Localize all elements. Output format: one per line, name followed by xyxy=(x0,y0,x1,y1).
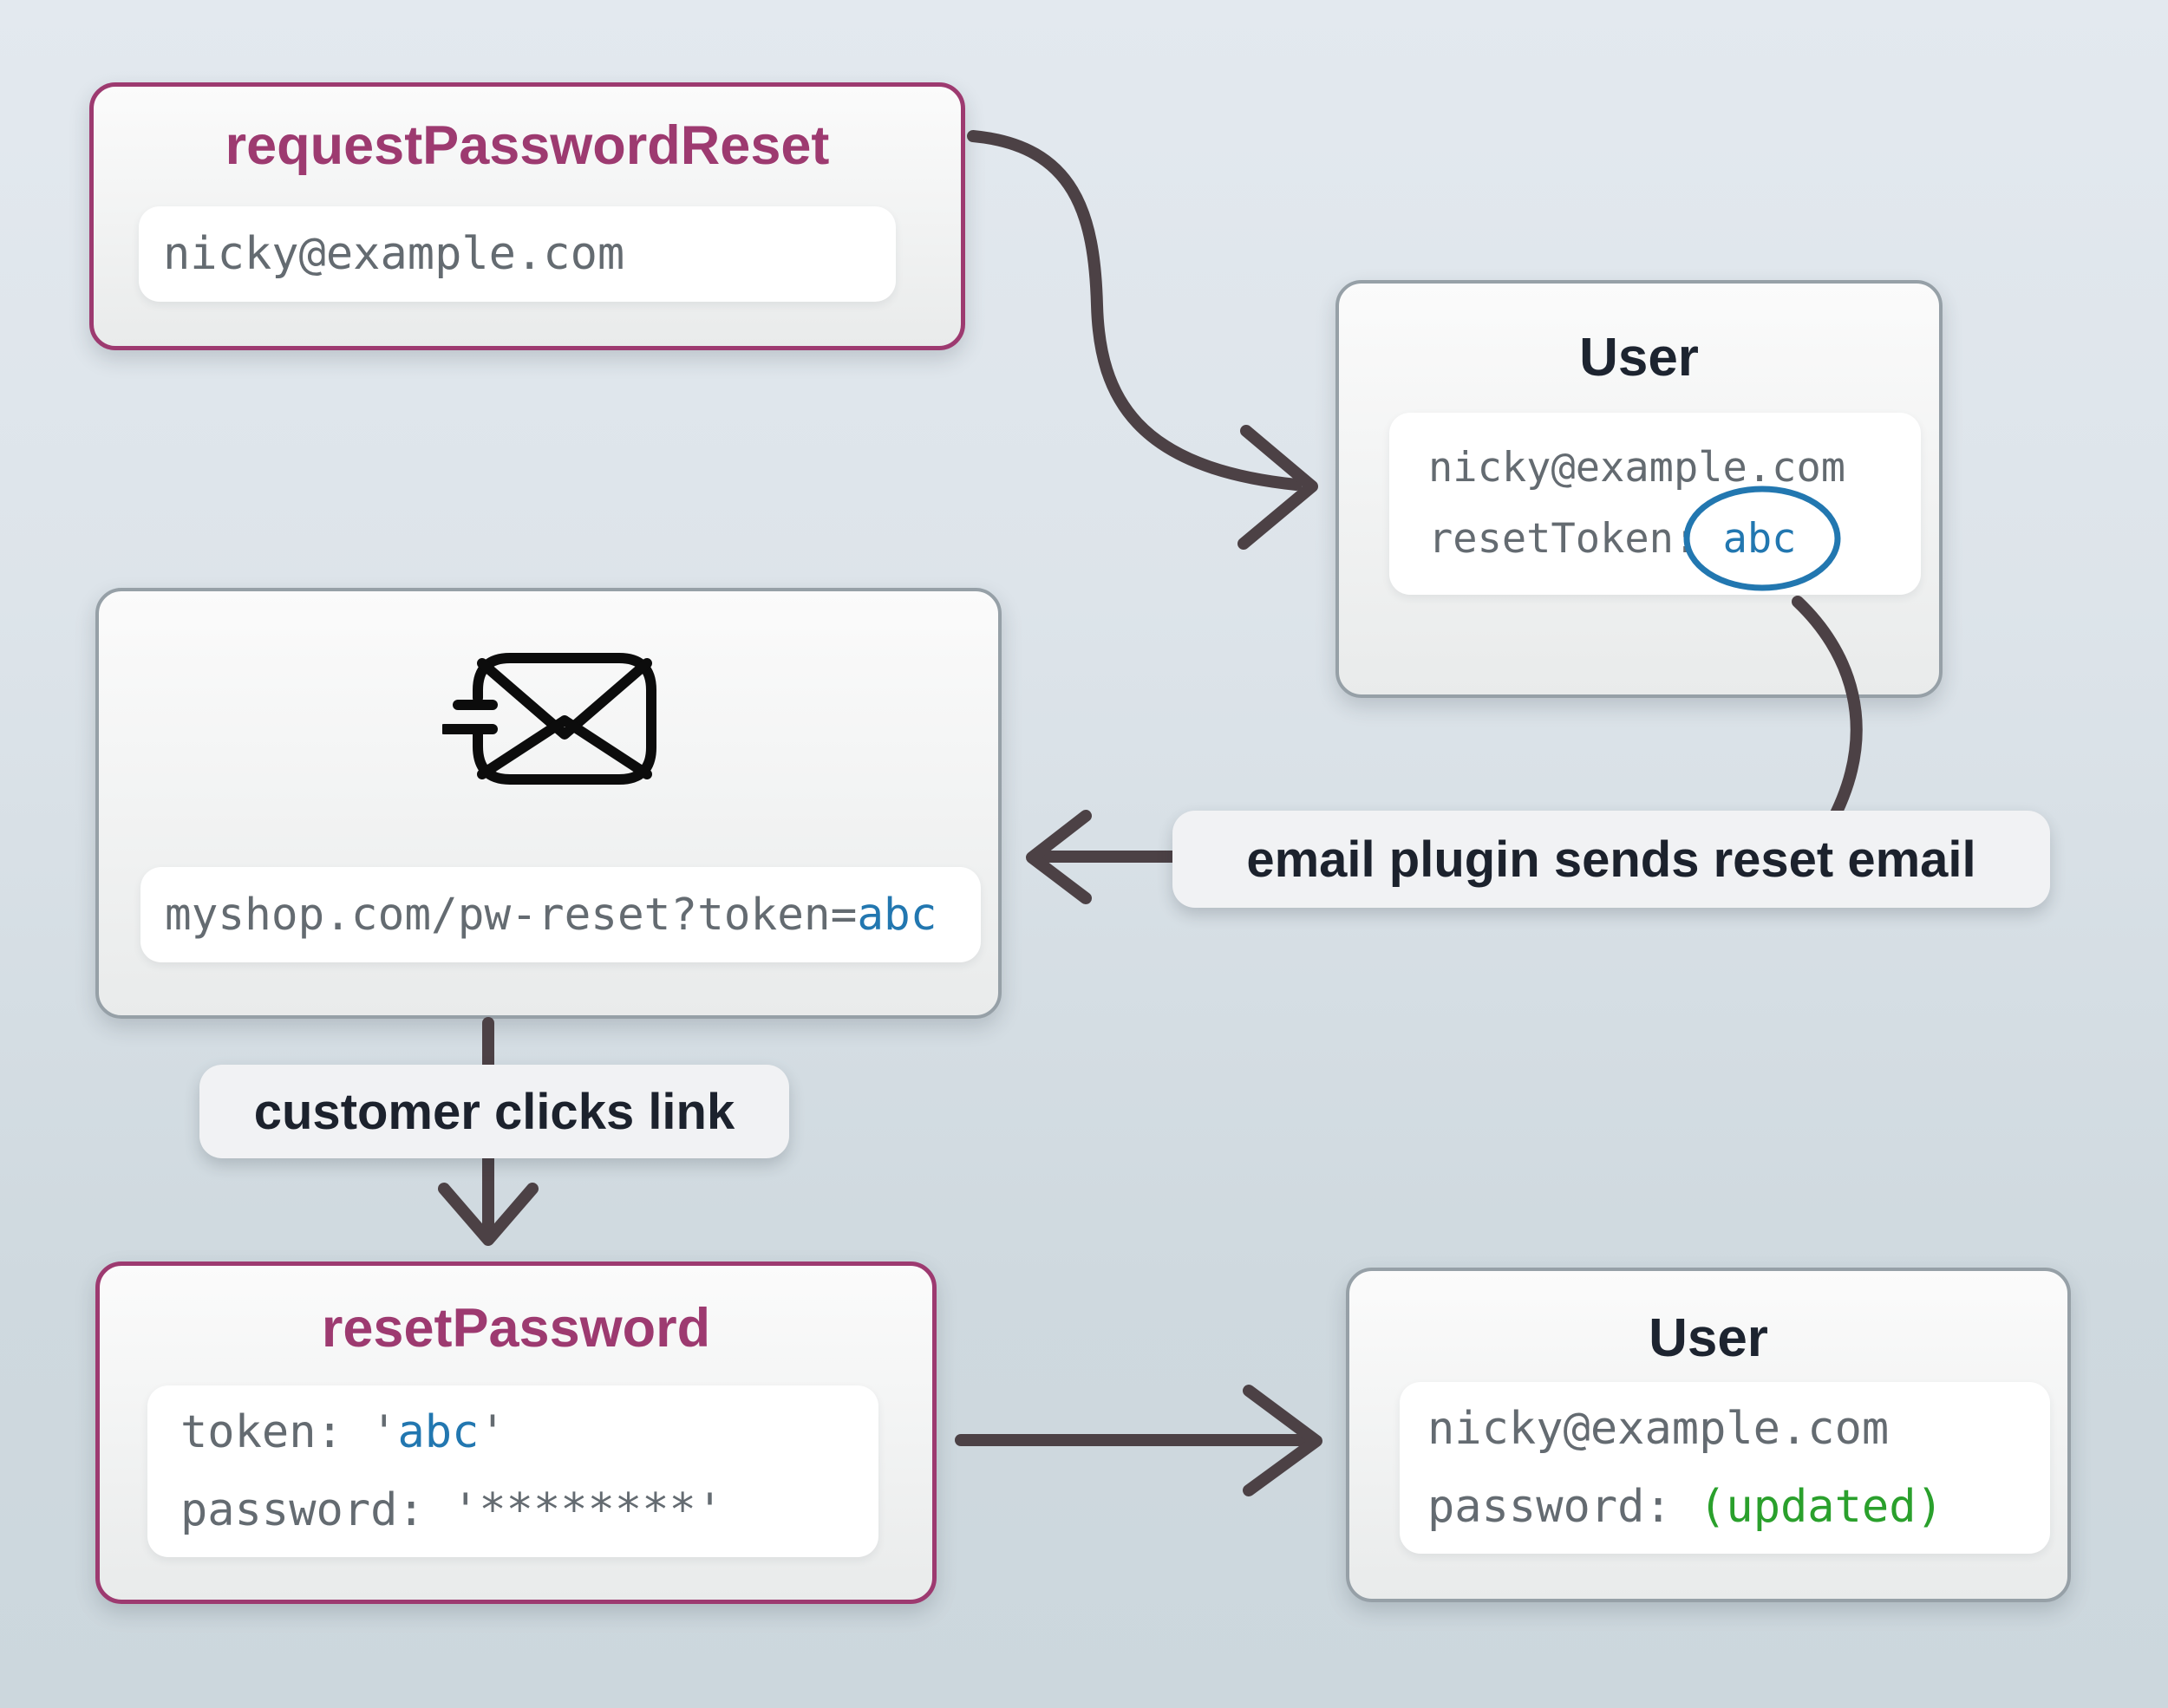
email-input-field: nicky@example.com xyxy=(139,206,896,302)
user-node-title: User xyxy=(1649,1308,1768,1368)
token-highlight-ellipse xyxy=(1683,486,1841,591)
user-record-card: nicky@example.com resetToken: abc xyxy=(1389,413,1921,595)
arrow-request-to-user-head-icon xyxy=(1237,425,1318,550)
arrow-request-to-user xyxy=(967,130,1303,491)
user-record-node-updated: User nicky@example.com password: (update… xyxy=(1346,1268,2071,1602)
user-node-title: User xyxy=(1579,328,1699,388)
token-line: token: 'abc' xyxy=(180,1406,506,1458)
reset-password-title: resetPassword xyxy=(321,1298,711,1359)
email-plugin-label: email plugin sends reset email xyxy=(1172,811,2050,908)
request-password-reset-title: requestPasswordReset xyxy=(225,115,830,176)
customer-clicks-link-label: customer clicks link xyxy=(199,1065,789,1158)
user-record-card: nicky@example.com password: (updated) xyxy=(1400,1382,2050,1554)
reset-email-node: myshop.com/pw-reset?token=abc xyxy=(95,588,1002,1019)
request-password-reset-node: requestPasswordReset nicky@example.com xyxy=(89,82,965,350)
email-input-value: nicky@example.com xyxy=(163,228,625,280)
user-record-node-with-token: User nicky@example.com resetToken: abc xyxy=(1335,280,1943,698)
user-email-line: nicky@example.com xyxy=(1428,444,1846,492)
send-email-icon xyxy=(442,653,656,785)
arrow-label-to-mailbox-head-icon xyxy=(1026,810,1092,904)
reset-url-field: myshop.com/pw-reset?token=abc xyxy=(140,867,981,962)
reset-token-value: abc xyxy=(1722,515,1797,563)
password-updated-value: (updated) xyxy=(1699,1481,1943,1533)
reset-token-line: resetToken: abc xyxy=(1428,515,1797,563)
user-email-line: nicky@example.com xyxy=(1427,1403,1890,1455)
reset-password-card: token: 'abc' password: '********' xyxy=(147,1385,878,1557)
connector-token-to-email-label xyxy=(1792,596,1863,831)
arrow-resetpassword-to-user-head-icon xyxy=(1243,1385,1322,1496)
password-updated-line: password: (updated) xyxy=(1427,1481,1943,1533)
reset-url-line: myshop.com/pw-reset?token=abc xyxy=(165,889,937,941)
reset-password-node: resetPassword token: 'abc' password: '**… xyxy=(95,1261,937,1604)
token-value: abc xyxy=(397,1406,480,1458)
reset-url-token: abc xyxy=(857,889,937,941)
password-line: password: '********' xyxy=(180,1484,724,1536)
arrow-mailbox-to-resetpassword-head-icon xyxy=(438,1183,539,1246)
